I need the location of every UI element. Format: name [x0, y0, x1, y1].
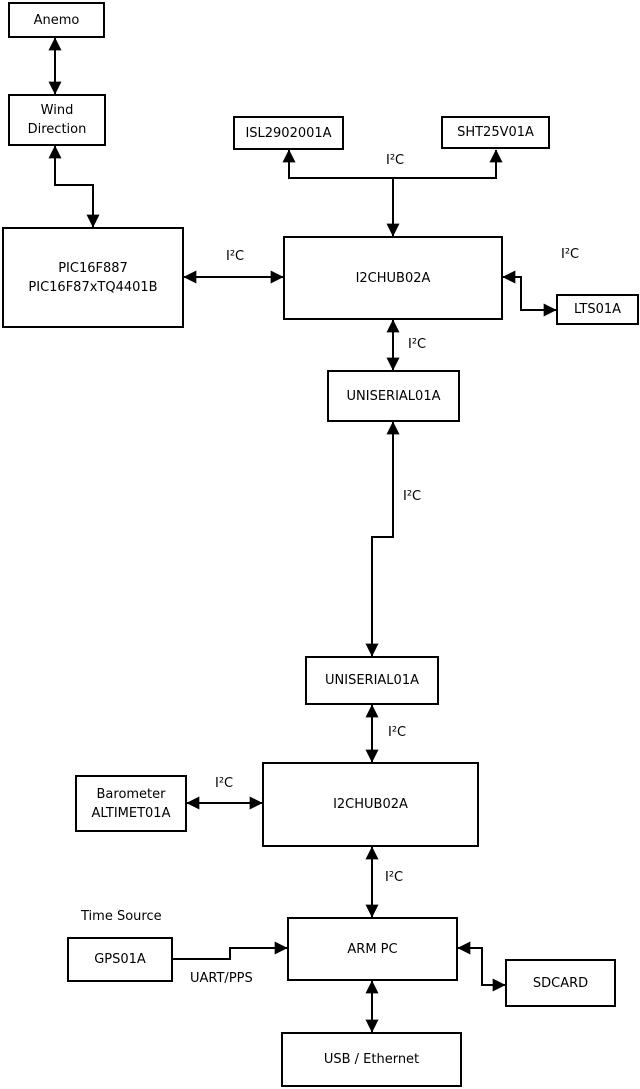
node-uniserial01a-top-label: UNISERIAL01A [346, 388, 441, 404]
edge-label-uart-pps: UART/PPS [190, 971, 253, 986]
annotation-time-source: Time Source [81, 909, 162, 924]
node-isl2902001a: ISL2902001A [233, 116, 344, 150]
node-wind-direction-label-line1: Wind [40, 103, 74, 118]
node-pic16f887-label-line2: PIC16F87xTQ4401B [28, 279, 158, 295]
node-arm-pc: ARM PC [287, 917, 458, 981]
node-lts01a: LTS01A [556, 294, 639, 325]
node-anemo-label: Anemo [33, 12, 80, 28]
node-barometer-label-line2: ALTIMET01A [91, 805, 171, 821]
edge-label-i2c-hub1-lts: I²C [561, 247, 580, 262]
edge-label-i2c-uni1-uni2: I²C [403, 489, 422, 504]
node-barometer-altimet01a: Barometer ALTIMET01A [75, 775, 187, 832]
edge-label-i2c-hub1-uni1: I²C [408, 337, 427, 352]
node-uniserial01a-top: UNISERIAL01A [327, 370, 460, 422]
edge-label-i2c-baro-hub2: I²C [215, 776, 234, 791]
edge-gps-armpc [173, 941, 288, 960]
node-sht25v01a: SHT25V01A [441, 116, 550, 149]
node-gps01a-label: GPS01A [94, 952, 146, 967]
edge-wind-pic [48, 145, 100, 228]
node-i2chub02a-top-label: I2CHUB02A [355, 270, 431, 286]
node-sdcard: SDCARD [505, 959, 616, 1007]
node-pic16f887: PIC16F887 PIC16F87xTQ4401B [2, 227, 184, 328]
edge-hub1-lts [502, 270, 557, 317]
edge-armpc-sdcard [457, 941, 506, 992]
edge-label-i2c-pic-hub1: I²C [226, 249, 245, 264]
node-usb-ethernet: USB / Ethernet [281, 1032, 462, 1087]
node-uniserial01a-bottom-label: UNISERIAL01A [325, 673, 419, 688]
edge-label-i2c-uni2-hub2: I²C [388, 725, 407, 740]
node-i2chub02a-bottom: I2CHUB02A [262, 762, 479, 847]
node-pic16f887-label-line1: PIC16F887 [58, 260, 128, 276]
edge-uni1-uni2 [365, 421, 400, 657]
node-wind-direction: Wind Direction [8, 94, 106, 146]
edge-label-i2c-hub2-armpc: I²C [385, 870, 404, 885]
node-i2chub02a-top: I2CHUB02A [283, 236, 503, 320]
edge-label-i2c-isl-sht: I²C [386, 153, 405, 168]
node-i2chub02a-bottom-label: I2CHUB02A [333, 797, 408, 812]
node-arm-pc-label: ARM PC [347, 941, 398, 957]
node-sdcard-label: SDCARD [532, 975, 589, 991]
node-sht25v01a-label: SHT25V01A [457, 125, 534, 140]
node-anemo: Anemo [8, 2, 105, 38]
node-isl2902001a-label: ISL2902001A [245, 125, 332, 141]
node-usb-ethernet-label: USB / Ethernet [323, 1052, 420, 1067]
node-barometer-label-line1: Barometer [96, 786, 166, 802]
node-gps01a: GPS01A [67, 937, 173, 982]
node-uniserial01a-bottom: UNISERIAL01A [305, 656, 439, 705]
node-lts01a-label: LTS01A [573, 302, 622, 317]
node-wind-direction-label-line2: Direction [27, 122, 87, 137]
